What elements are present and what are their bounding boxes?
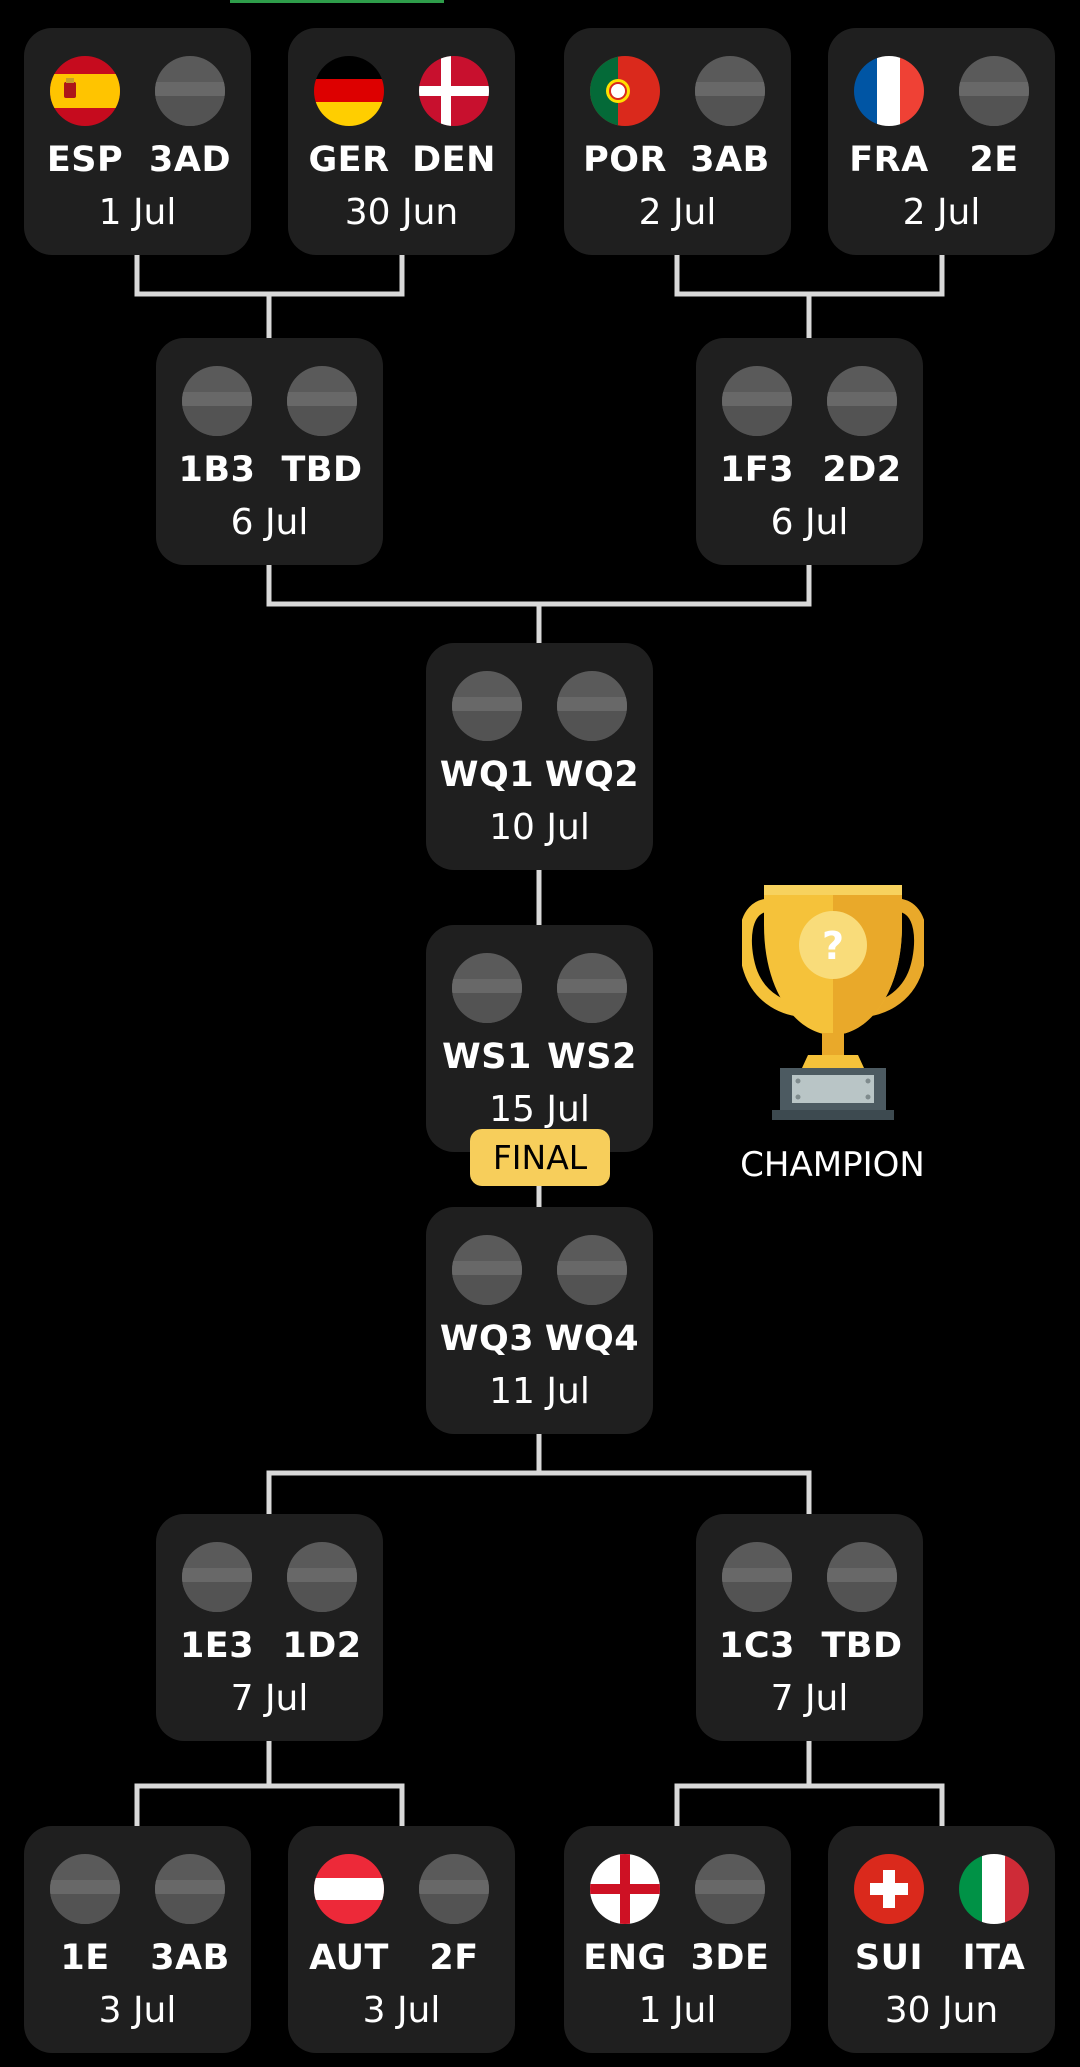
- match-date: 10 Jul: [426, 807, 653, 848]
- placeholder-flag-icon: [695, 56, 765, 126]
- placeholder-flag-icon: [557, 953, 627, 1023]
- match-date: 2 Jul: [828, 192, 1055, 233]
- team-code: 2E: [944, 140, 1044, 180]
- placeholder-flag-icon: [155, 56, 225, 126]
- team-code: TBD: [272, 450, 372, 490]
- champion-label: CHAMPION: [700, 1145, 965, 1185]
- placeholder-flag-icon: [452, 953, 522, 1023]
- placeholder-flag-icon: [959, 56, 1029, 126]
- team-code: ITA: [944, 1938, 1044, 1978]
- match-date: 30 Jun: [828, 1990, 1055, 2031]
- final-badge: FINAL: [470, 1129, 610, 1186]
- svg-text:?: ?: [822, 924, 844, 968]
- team-code: 1E3: [167, 1626, 267, 1666]
- trophy-icon: ?: [742, 885, 924, 1124]
- spain-flag-icon: [50, 56, 120, 126]
- placeholder-flag-icon: [827, 366, 897, 436]
- team-code: WS1: [437, 1037, 537, 1077]
- team-code: AUT: [299, 1938, 399, 1978]
- team-code: FRA: [839, 140, 939, 180]
- match-date: 6 Jul: [696, 502, 923, 543]
- match-date: 1 Jul: [564, 1990, 791, 2031]
- match-date: 7 Jul: [156, 1678, 383, 1719]
- italy-flag-icon: [959, 1854, 1029, 1924]
- match-date: 3 Jul: [288, 1990, 515, 2031]
- placeholder-flag-icon: [419, 1854, 489, 1924]
- team-code: ENG: [575, 1938, 675, 1978]
- placeholder-flag-icon: [452, 671, 522, 741]
- austria-flag-icon: [314, 1854, 384, 1924]
- placeholder-flag-icon: [557, 1235, 627, 1305]
- team-code: 1C3: [707, 1626, 807, 1666]
- match-date: 15 Jul: [426, 1089, 653, 1130]
- team-code: 1E: [35, 1938, 135, 1978]
- team-code: 2F: [404, 1938, 504, 1978]
- match-date: 30 Jun: [288, 192, 515, 233]
- placeholder-flag-icon: [557, 671, 627, 741]
- france-flag-icon: [854, 56, 924, 126]
- team-code: WQ3: [437, 1319, 537, 1359]
- placeholder-flag-icon: [827, 1542, 897, 1612]
- team-code: WS2: [542, 1037, 642, 1077]
- switzerland-flag-icon: [854, 1854, 924, 1924]
- team-code: 3AB: [140, 1938, 240, 1978]
- team-code: WQ4: [542, 1319, 642, 1359]
- team-code: DEN: [404, 140, 504, 180]
- team-code: 3AD: [140, 140, 240, 180]
- team-code: POR: [575, 140, 675, 180]
- placeholder-flag-icon: [452, 1235, 522, 1305]
- placeholder-flag-icon: [50, 1854, 120, 1924]
- match-date: 11 Jul: [426, 1371, 653, 1412]
- placeholder-flag-icon: [695, 1854, 765, 1924]
- team-code: 1F3: [707, 450, 807, 490]
- placeholder-flag-icon: [722, 1542, 792, 1612]
- team-code: GER: [299, 140, 399, 180]
- denmark-flag-icon: [419, 56, 489, 126]
- england-flag-icon: [590, 1854, 660, 1924]
- match-date: 6 Jul: [156, 502, 383, 543]
- germany-flag-icon: [314, 56, 384, 126]
- placeholder-flag-icon: [182, 1542, 252, 1612]
- team-code: TBD: [812, 1626, 912, 1666]
- placeholder-flag-icon: [722, 366, 792, 436]
- placeholder-flag-icon: [287, 366, 357, 436]
- team-code: SUI: [839, 1938, 939, 1978]
- team-code: 1B3: [167, 450, 267, 490]
- team-code: 2D2: [812, 450, 912, 490]
- placeholder-flag-icon: [182, 366, 252, 436]
- team-code: WQ2: [542, 755, 642, 795]
- team-code: ESP: [35, 140, 135, 180]
- portugal-flag-icon: [590, 56, 660, 126]
- match-date: 7 Jul: [696, 1678, 923, 1719]
- match-date: 3 Jul: [24, 1990, 251, 2031]
- team-code: WQ1: [437, 755, 537, 795]
- match-date: 1 Jul: [24, 192, 251, 233]
- placeholder-flag-icon: [287, 1542, 357, 1612]
- team-code: 3DE: [680, 1938, 780, 1978]
- placeholder-flag-icon: [155, 1854, 225, 1924]
- match-date: 2 Jul: [564, 192, 791, 233]
- team-code: 3AB: [680, 140, 780, 180]
- team-code: 1D2: [272, 1626, 372, 1666]
